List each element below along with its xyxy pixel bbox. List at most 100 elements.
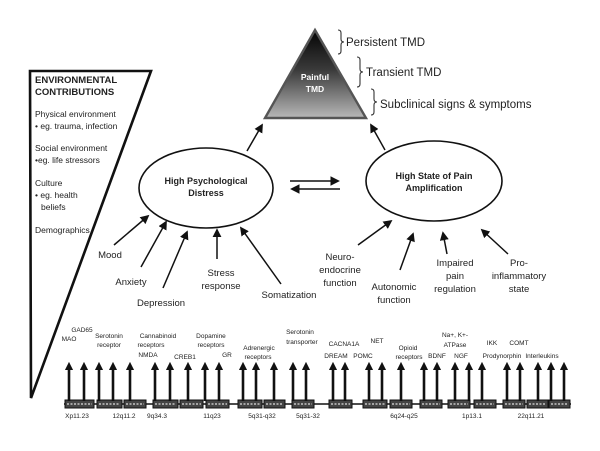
transient-bracket-icon — [356, 56, 364, 88]
env-culture-example-2: beliefs — [41, 202, 66, 212]
env-social-label: Social environment — [35, 143, 108, 153]
locus-6q24-q25: 6q24-q25 — [390, 413, 418, 420]
psych-distress-label-1: High Psychological — [164, 176, 247, 186]
gene-locus-boxes — [64, 399, 571, 409]
locus-5q31-32: 5q31-32 — [296, 413, 320, 420]
psych-factors: Mood Anxiety Depression Stress response … — [98, 250, 316, 309]
locus-12q11-2: 12q11.2 — [112, 413, 135, 420]
pain-regulation-arrow-icon — [439, 231, 449, 255]
gene-pomc: POMC — [353, 353, 373, 360]
environment-heading-2: CONTRIBUTIONS — [35, 87, 114, 98]
triangle-label-1: Painful — [301, 72, 329, 82]
gene-interleukins: Interleukins — [525, 353, 559, 360]
factor-anxiety: Anxiety — [115, 277, 146, 288]
pain-amplification-domain: High State of Pain Amplification — [365, 140, 503, 222]
gene-arrows — [64, 361, 569, 401]
pain-amplification-label-2: Amplification — [405, 183, 462, 193]
triangle-label-2: TMD — [306, 84, 324, 94]
gene-locus-box — [237, 399, 263, 409]
painful-tmd-triangle: Painful TMD — [262, 27, 369, 120]
psych-to-tmd-arrow-icon — [246, 123, 263, 152]
mood-arrow-icon — [113, 214, 150, 246]
bidirectional-arrows-icon — [290, 176, 340, 194]
tmd-tiers: Persistent TMD Transient TMD Subclinical… — [337, 29, 532, 116]
factor-neuroendocrine-3: function — [323, 278, 356, 289]
chromosome-loci: Xp11.23 12q11.2 9q34.3 11q23 5q31-q32 5q… — [65, 413, 545, 420]
gene-net: NET — [371, 338, 384, 345]
factor-neuroendocrine-2: endocrine — [319, 265, 361, 276]
factor-proinflammatory-2: inflammatory — [492, 271, 547, 282]
gene-serotonin-receptor-2: receptor — [97, 342, 122, 349]
tier-persistent: Persistent TMD — [346, 37, 425, 49]
gene-opioid-1: Opioid — [399, 345, 418, 352]
locus-5q31-q32: 5q31-q32 — [248, 413, 276, 420]
gene-ikk: IKK — [487, 340, 498, 347]
env-social-example: •eg. life stressors — [35, 155, 100, 165]
gene-locus-box — [205, 399, 230, 409]
environment-wedge — [28, 69, 153, 399]
factor-somatization: Somatization — [262, 290, 317, 301]
gene-prodynorphin: Prodynorphin — [483, 353, 522, 360]
factor-proinflammatory-3: state — [509, 284, 530, 295]
tier-subclinical: Subclinical signs & symptoms — [380, 99, 532, 111]
pain-amplification-label-1: High State of Pain — [395, 171, 472, 181]
subclinical-bracket-icon — [370, 88, 378, 116]
env-culture-example-1: • eg. health — [35, 190, 78, 200]
gene-cannabinoid-1: Cannabinoid — [140, 333, 177, 340]
psych-factor-arrows — [113, 214, 282, 289]
factor-stress-2: response — [201, 281, 240, 292]
gene-serotonin-receptor-1: Serotonin — [95, 333, 123, 340]
factor-pain-regulation-1: Impaired — [437, 258, 474, 269]
env-demographics-label: Demographics — [35, 225, 90, 235]
factor-proinflammatory-1: Pro- — [510, 258, 528, 269]
gene-atpase-1: Na+, K+- — [442, 332, 468, 339]
autonomic-arrow-icon — [399, 232, 415, 271]
pain-factors: Neuro- endocrine function Autonomic func… — [319, 252, 546, 306]
gene-comt: COMT — [509, 340, 528, 347]
psych-distress-label-2: Distress — [188, 188, 224, 198]
env-culture-label: Culture — [35, 178, 63, 188]
gene-labels: MAO GAD65 Serotonin receptor Cannabinoid… — [62, 327, 560, 361]
factor-neuroendocrine-1: Neuro- — [325, 252, 354, 263]
neuroendocrine-arrow-icon — [357, 219, 393, 246]
gene-dopamine-1: Dopamine — [196, 333, 226, 340]
pain-to-tmd-arrow-icon — [370, 123, 386, 151]
factor-autonomic-2: function — [377, 295, 410, 306]
gene-serotonin-transporter-2: transporter — [286, 339, 318, 346]
gene-serotonin-transporter-1: Serotonin — [286, 329, 314, 336]
gene-adrenergic-1: Adrenergic — [243, 345, 275, 352]
gene-opioid-2: receptors — [395, 354, 423, 361]
somatization-arrow-icon — [239, 226, 282, 285]
locus-1p13-1: 1p13.1 — [462, 413, 482, 420]
tmd-triangle-shape — [262, 27, 369, 120]
psych-distress-ellipse — [138, 147, 274, 229]
gene-ngf: NGF — [454, 353, 468, 360]
gene-dream: DREAM — [324, 353, 347, 360]
gene-atpase-2: ATPase — [444, 342, 467, 349]
gene-bdnf: BDNF — [428, 353, 446, 360]
gene-cacna1a: CACNA1A — [329, 341, 360, 348]
factor-depression: Depression — [137, 298, 185, 309]
gene-nmda: NMDA — [138, 352, 158, 359]
env-physical-label: Physical environment — [35, 109, 116, 119]
factor-pain-regulation-2: pain — [446, 271, 464, 282]
factor-pain-regulation-3: regulation — [434, 284, 476, 295]
gene-creb1: CREB1 — [174, 354, 196, 361]
factor-autonomic-1: Autonomic — [372, 282, 417, 293]
gene-cannabinoid-2: receptors — [137, 342, 165, 349]
locus-11q23: 11q23 — [203, 413, 221, 420]
depression-arrow-icon — [162, 230, 189, 289]
gene-gr: GR — [222, 352, 232, 359]
factor-stress-1: Stress — [208, 268, 235, 279]
factor-mood: Mood — [98, 250, 122, 261]
environmental-contributions-panel: ENVIRONMENTAL CONTRIBUTIONS Physical env… — [28, 69, 153, 399]
locus-22q11-21: 22q11.21 — [518, 413, 545, 420]
gene-locus-box — [362, 399, 388, 409]
proinflammatory-arrow-icon — [480, 228, 509, 255]
locus-xp11-23: Xp11.23 — [65, 413, 89, 420]
gene-locus-box — [328, 399, 353, 409]
psychological-distress-domain: High Psychological Distress — [138, 147, 274, 229]
gene-locus-box — [179, 399, 204, 409]
tier-transient: Transient TMD — [366, 67, 441, 79]
